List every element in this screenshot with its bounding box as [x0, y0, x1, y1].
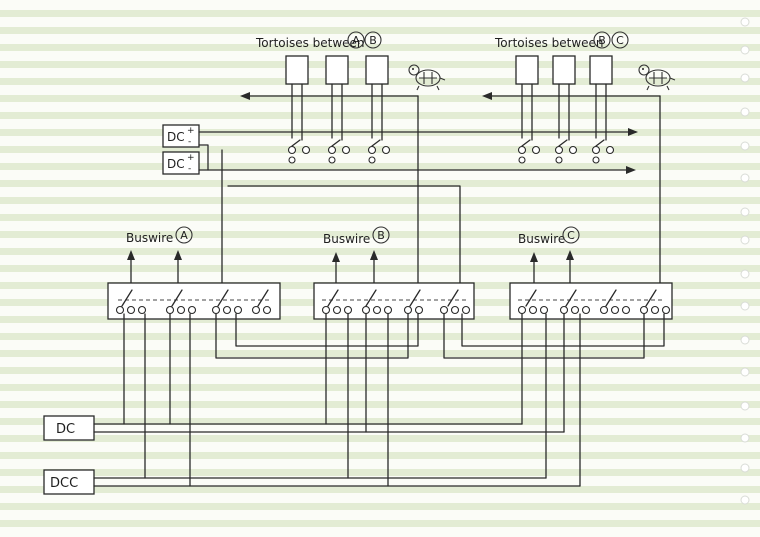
tortoise-machines-left — [285, 55, 389, 141]
svg-text:DC: DC — [167, 130, 185, 144]
header-left-label: Tortoises between — [255, 36, 365, 50]
arrow-left-icon — [482, 92, 492, 100]
svg-text:Buswire: Buswire — [323, 232, 370, 246]
header-right-letter-b: B — [593, 31, 611, 49]
svg-text:-: - — [188, 137, 191, 147]
svg-text:-: - — [188, 164, 191, 174]
svg-text:B: B — [377, 229, 385, 242]
header-left-letter-b: B — [364, 31, 382, 49]
dcc-source-box: DCC — [43, 469, 95, 495]
tortoise-icon — [408, 64, 446, 91]
dcc-feed-lines — [93, 313, 581, 487]
arrow-left-icon — [240, 92, 250, 100]
switch-panel-c — [509, 282, 673, 320]
svg-text:B: B — [369, 34, 377, 47]
svg-text:Buswire: Buswire — [126, 231, 173, 245]
svg-text:C: C — [567, 229, 575, 242]
svg-text:DC: DC — [56, 422, 75, 437]
svg-text:DC: DC — [167, 157, 185, 171]
dc-feed-lines — [93, 313, 565, 433]
dc-supply-small-1: DC + - — [162, 124, 200, 148]
header-left-letter-a: A — [347, 31, 365, 49]
tortoise-icon — [638, 64, 676, 91]
dc-source-box: DC — [43, 415, 95, 441]
buswire-label-b: Buswire B — [323, 226, 390, 246]
svg-text:C: C — [616, 34, 624, 47]
svg-text:Buswire: Buswire — [518, 232, 565, 246]
header-right-label: Tortoises between — [494, 36, 604, 50]
switches-left-group — [287, 139, 391, 164]
svg-text:+: + — [187, 126, 195, 136]
svg-text:DCC: DCC — [50, 476, 78, 491]
arrow-right-icon — [626, 166, 636, 174]
tortoise-machines-right — [515, 55, 613, 141]
arrow-right-icon — [628, 128, 638, 136]
switch-panel-a — [107, 282, 281, 320]
switch-panel-b — [313, 282, 475, 320]
svg-text:A: A — [180, 229, 188, 242]
dc-supply-small-2: DC + - — [162, 151, 200, 175]
svg-text:A: A — [352, 34, 360, 47]
binder-holes — [740, 17, 750, 505]
header-right-letter-c: C — [611, 31, 629, 49]
buswire-label-c: Buswire C — [518, 226, 580, 246]
buswire-label-a: Buswire A — [126, 226, 193, 245]
svg-text:B: B — [598, 34, 606, 47]
switches-right-group — [517, 139, 615, 164]
svg-text:+: + — [187, 153, 195, 163]
